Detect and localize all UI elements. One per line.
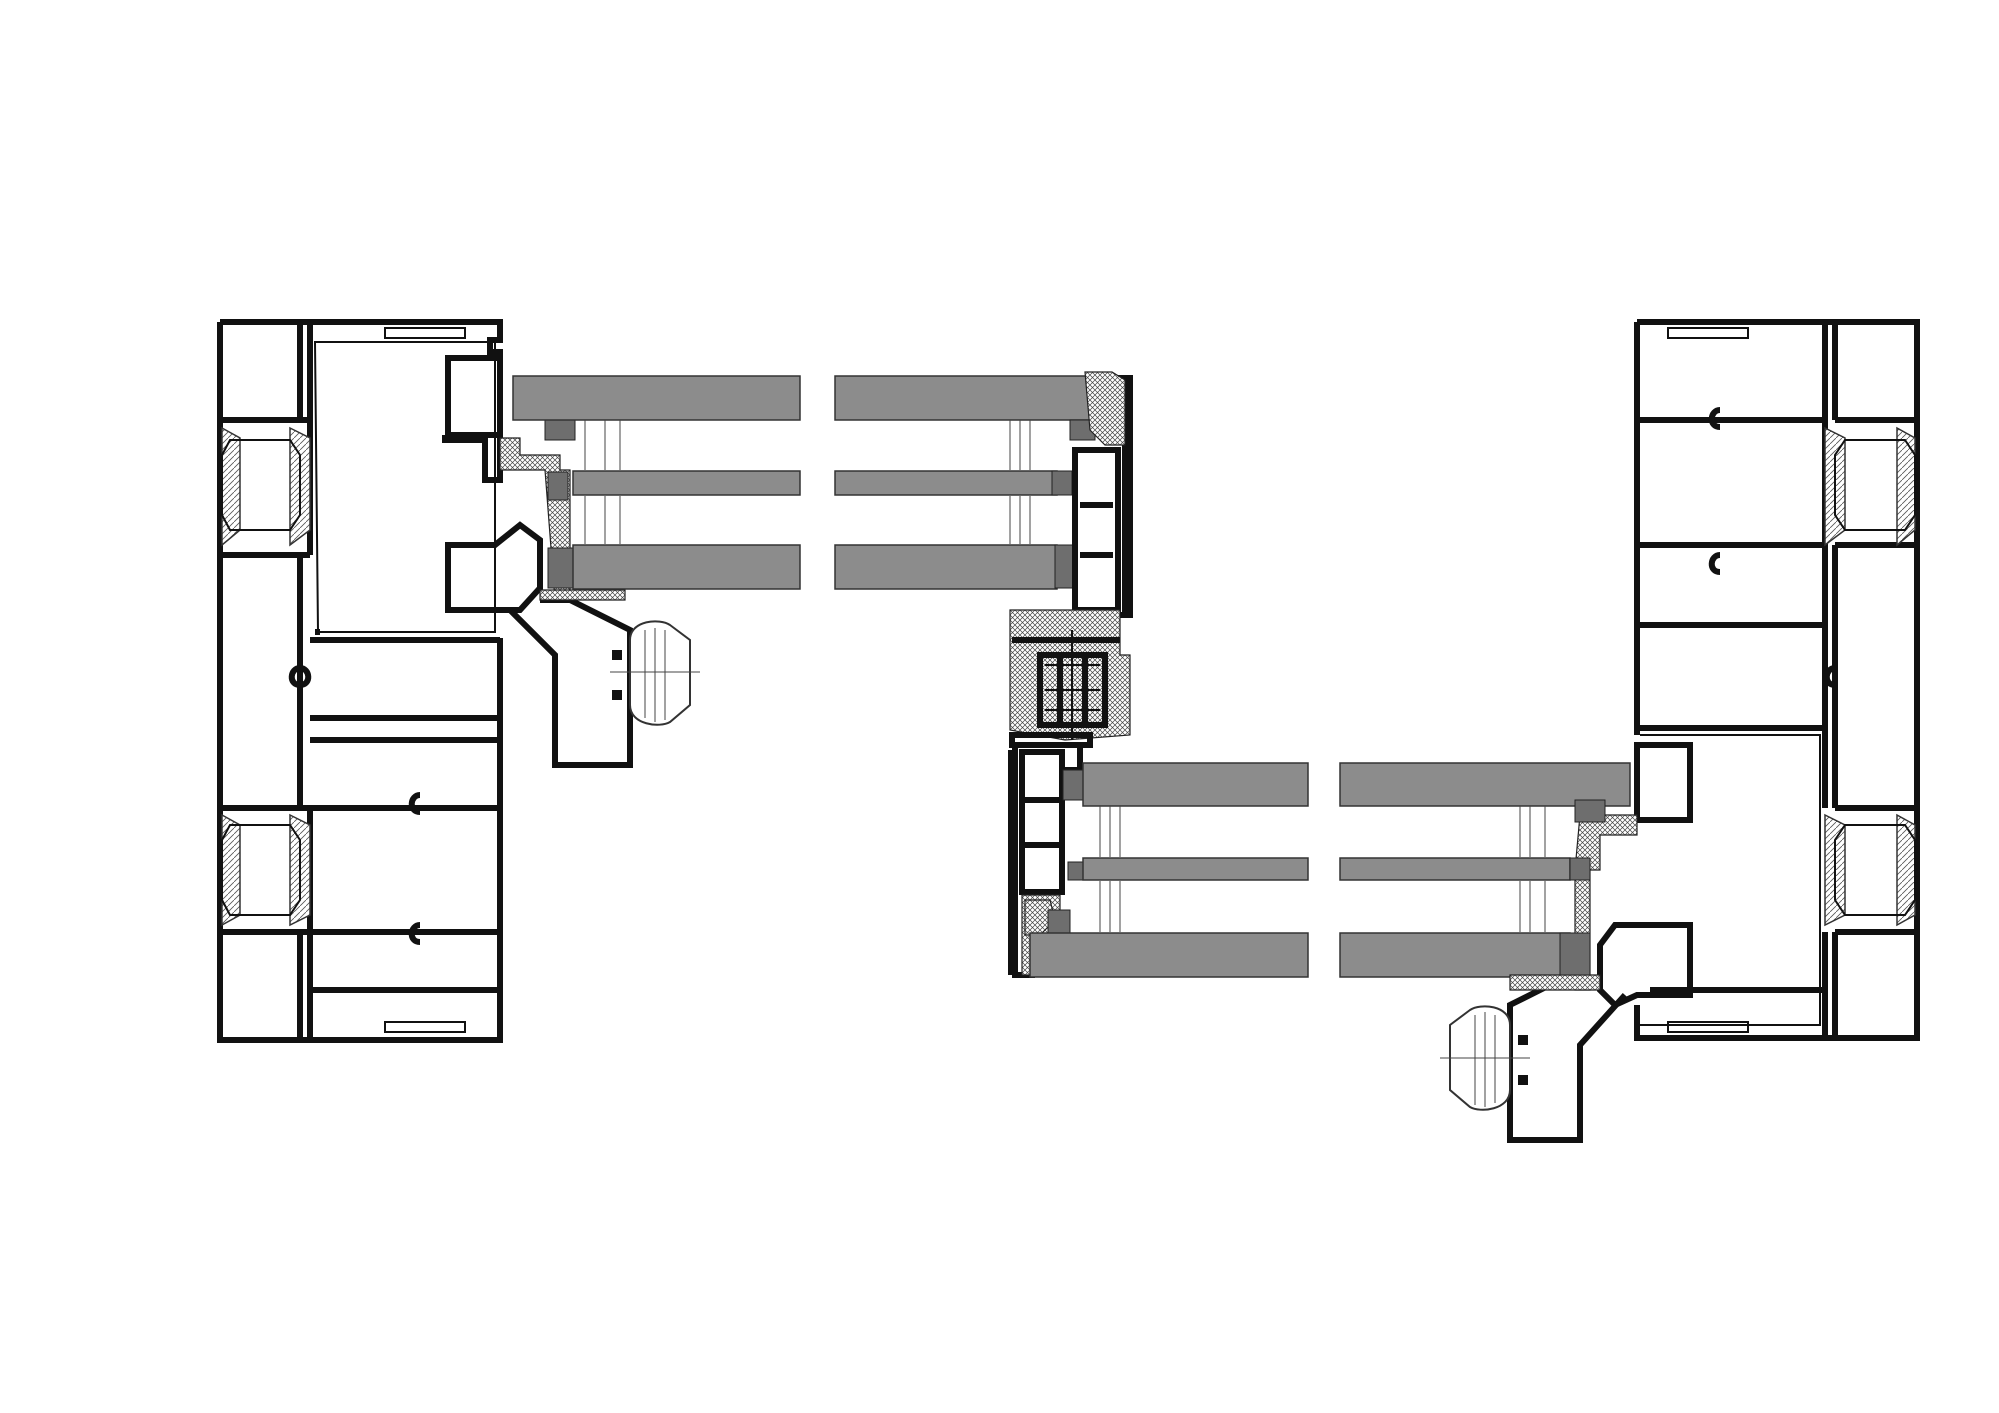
center-lower-spacer-top bbox=[1062, 769, 1086, 801]
left-handle-spindle-lower bbox=[612, 690, 622, 700]
right-spacer-mid bbox=[1569, 857, 1591, 881]
right-glazing-unit bbox=[1029, 762, 1631, 978]
right-thermal-break-lower bbox=[1824, 813, 1916, 927]
right-glass-middle-b bbox=[1339, 857, 1571, 881]
left-frame-outer-profile bbox=[217, 319, 503, 1043]
left-glass-middle-a bbox=[572, 470, 801, 496]
right-glass-spacer-lines bbox=[1099, 806, 1546, 932]
right-glass-outer-b bbox=[1339, 762, 1631, 807]
left-handle-spindle-upper bbox=[612, 650, 622, 660]
right-sash-profile bbox=[1634, 742, 1693, 823]
right-hollow-lower bbox=[1834, 824, 1916, 916]
left-glass-inner-a bbox=[572, 544, 801, 590]
left-clip-hook-1 bbox=[288, 665, 312, 688]
left-thermal-break-lower bbox=[221, 813, 311, 927]
right-clip-hook-3 bbox=[1823, 665, 1836, 688]
left-frame-chambers bbox=[220, 322, 313, 1040]
left-spacer-mid bbox=[547, 471, 569, 501]
left-sash-profile bbox=[445, 355, 503, 438]
center-upper-gasket bbox=[1084, 371, 1126, 446]
right-glass-inner-a bbox=[1029, 932, 1309, 978]
center-mullion-section bbox=[1008, 371, 1133, 978]
right-bottom-slot bbox=[1667, 1021, 1749, 1033]
right-sash-outer-leg bbox=[1507, 977, 1628, 1143]
left-clip-hook-2 bbox=[408, 792, 421, 815]
left-glass-outer-b bbox=[834, 375, 1106, 421]
left-sash-outer-leg bbox=[507, 597, 633, 768]
center-mullion-core bbox=[1009, 609, 1131, 741]
center-upper-glazing-bar bbox=[1122, 380, 1131, 615]
left-hollow-lower bbox=[221, 824, 301, 916]
right-spacer-top bbox=[1574, 799, 1606, 823]
left-glass-gasket-lower bbox=[539, 589, 626, 601]
center-mullion-detail bbox=[1045, 630, 1100, 740]
right-sash-inner-liner bbox=[1640, 734, 1821, 1026]
right-handle-spindle-lower bbox=[1518, 1075, 1528, 1085]
left-sash-chambers bbox=[310, 629, 500, 993]
right-frame-chambers bbox=[1637, 322, 1917, 1038]
right-frame-section bbox=[1440, 319, 1920, 1143]
right-handle-spindle-upper bbox=[1518, 1035, 1528, 1045]
left-glass-edge-seal-right-mid bbox=[1051, 470, 1073, 496]
left-glazing-unit bbox=[512, 375, 1106, 590]
left-handle bbox=[629, 620, 691, 726]
left-spacer-top bbox=[544, 419, 576, 441]
right-spacer-bottom bbox=[1559, 932, 1591, 976]
left-glass-spacer-lines bbox=[584, 420, 1031, 544]
right-clip-hook-2 bbox=[1708, 552, 1721, 575]
center-mullion-tube bbox=[1012, 637, 1120, 728]
left-thermal-break-upper bbox=[221, 426, 311, 547]
left-clip-hook-3 bbox=[408, 922, 421, 945]
center-lower-spacer-bottom bbox=[1047, 909, 1071, 936]
center-lower-sash-profile bbox=[1009, 732, 1093, 748]
center-lower-glazing-bar bbox=[1008, 750, 1017, 975]
right-glass-gasket-lower bbox=[1509, 974, 1601, 991]
left-frame-section bbox=[217, 319, 700, 1043]
right-handle-ribs bbox=[1474, 1012, 1496, 1107]
right-sash-bead bbox=[1597, 922, 1693, 1009]
left-glass-middle-b bbox=[834, 470, 1058, 496]
left-sash-bead bbox=[445, 521, 543, 613]
left-handle-ribs bbox=[644, 628, 666, 722]
left-top-slot bbox=[384, 327, 466, 339]
right-glass-outer-a bbox=[1082, 762, 1309, 807]
left-glass-edge-seal-right-top bbox=[1069, 419, 1096, 441]
right-thermal-break-upper bbox=[1824, 426, 1916, 547]
right-hollow-upper bbox=[1834, 439, 1916, 531]
left-bottom-slot bbox=[384, 1021, 466, 1033]
center-upper-sash-chamber bbox=[1072, 447, 1121, 613]
left-glass-outer-a bbox=[512, 375, 801, 421]
center-lower-inner-chamber bbox=[1019, 749, 1065, 895]
left-hollow-upper bbox=[221, 439, 301, 531]
right-glass-inner-b bbox=[1339, 932, 1571, 978]
left-sash-inner-liner bbox=[313, 341, 496, 633]
right-top-slot bbox=[1667, 327, 1749, 339]
right-glass-middle-a bbox=[1082, 857, 1309, 881]
left-glass-inner-b bbox=[834, 544, 1058, 590]
right-clip-hook-1 bbox=[1708, 407, 1721, 430]
